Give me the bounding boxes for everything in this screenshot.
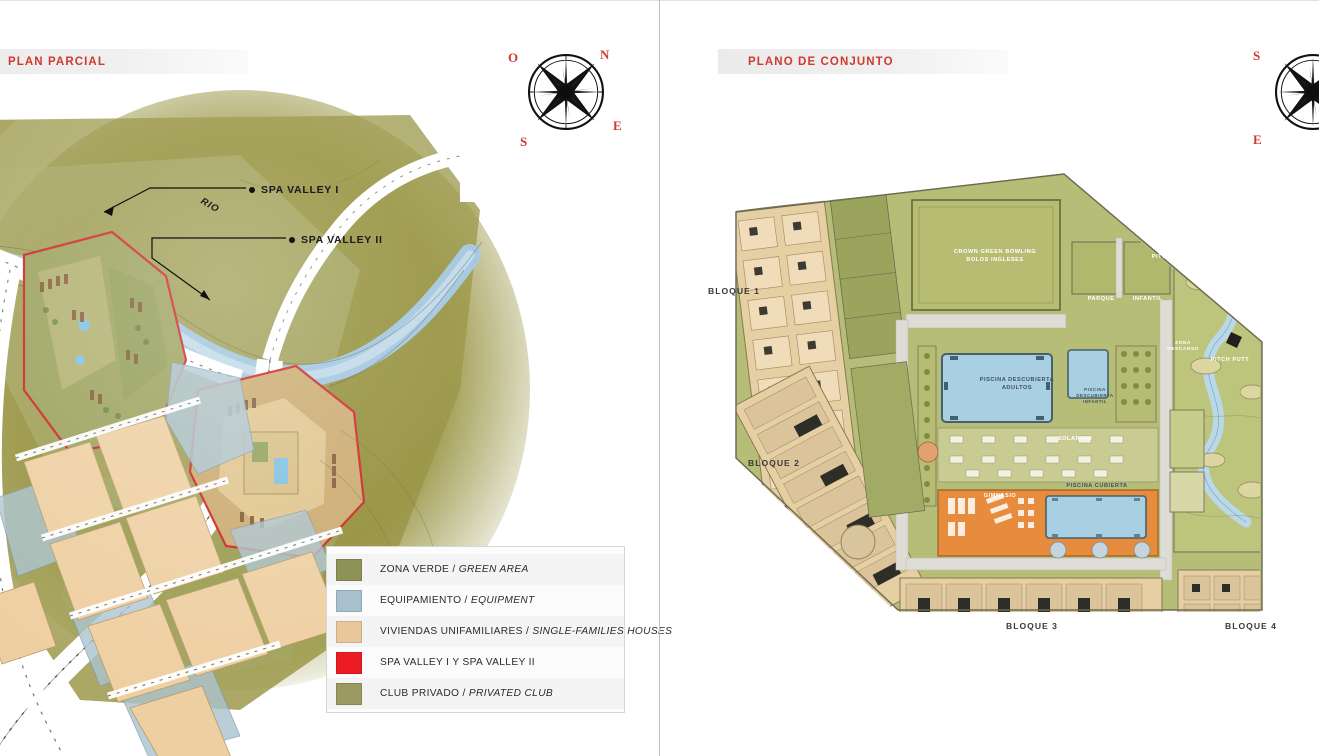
page-title-left: PLAN PARCIAL — [8, 55, 106, 68]
compass-rose-left: N E S O — [496, 22, 636, 162]
legend-item-equipamiento: EQUIPAMIENTO / EQUIPMENT — [327, 585, 624, 616]
page-title-right: PLANO DE CONJUNTO — [748, 55, 894, 68]
legend-item-zona-verde: ZONA VERDE / GREEN AREA — [327, 554, 624, 585]
legend-item-spa-valley: SPA VALLEY I Y SPA VALLEY II — [327, 647, 624, 678]
river-white-patch — [460, 175, 512, 202]
legend-swatch-spa-valley — [336, 651, 362, 674]
legend-swatch-equipamiento — [336, 589, 362, 612]
compass-label-north: N — [600, 47, 610, 62]
legend-swatch-zona-verde — [336, 558, 362, 581]
callout-spa-valley-1: SPA VALLEY I — [249, 184, 339, 196]
legend-item-viviendas: VIVIENDAS UNIFAMILIARES / SINGLE-FAMILIE… — [327, 616, 672, 647]
callout-label-spa-valley-2: SPA VALLEY II — [301, 234, 383, 246]
left-page-title-banner: PLAN PARCIAL — [0, 49, 248, 74]
block-label-bloque-3: BLOQUE 3 — [1006, 621, 1058, 631]
page-divider — [659, 0, 660, 756]
compass-label-south: S — [520, 134, 528, 149]
legend-label-viviendas: VIVIENDAS UNIFAMILIARES / SINGLE-FAMILIE… — [380, 626, 673, 637]
compass-label-south-right: S — [1253, 48, 1261, 63]
compass-art-right — [1269, 48, 1319, 136]
block-label-bloque-2: BLOQUE 2 — [748, 458, 800, 468]
compass-art-left — [522, 48, 610, 136]
legend-swatch-club-privado — [336, 682, 362, 705]
callout-dot — [289, 237, 295, 243]
legend-item-club-privado: CLUB PRIVADO / PRIVATED CLUB — [327, 678, 624, 709]
block-label-bloque-1: BLOQUE 1 — [708, 286, 760, 296]
plano-de-conjunto-map — [700, 160, 1280, 630]
callout-label-spa-valley-1: SPA VALLEY I — [261, 184, 340, 196]
right-page-title-banner: PLANO DE CONJUNTO — [718, 49, 1008, 74]
legend-label-club-privado: CLUB PRIVADO / PRIVATED CLUB — [380, 688, 554, 699]
compass-label-east-right: E — [1253, 132, 1262, 147]
compass-label-east: E — [613, 118, 622, 133]
legend-swatch-viviendas — [336, 620, 362, 643]
legend-label-spa-valley: SPA VALLEY I Y SPA VALLEY II — [380, 657, 535, 668]
legend-label-equipamiento: EQUIPAMIENTO / EQUIPMENT — [380, 595, 535, 606]
block-label-bloque-4: BLOQUE 4 — [1225, 621, 1277, 631]
legend-label-zona-verde: ZONA VERDE / GREEN AREA — [380, 564, 529, 575]
callout-dot — [249, 187, 255, 193]
callout-spa-valley-2: SPA VALLEY II — [289, 234, 383, 246]
compass-rose-right: S E — [1243, 22, 1319, 162]
compass-label-west: O — [508, 50, 519, 65]
legend-box: ZONA VERDE / GREEN AREA EQUIPAMIENTO / E… — [326, 546, 672, 713]
